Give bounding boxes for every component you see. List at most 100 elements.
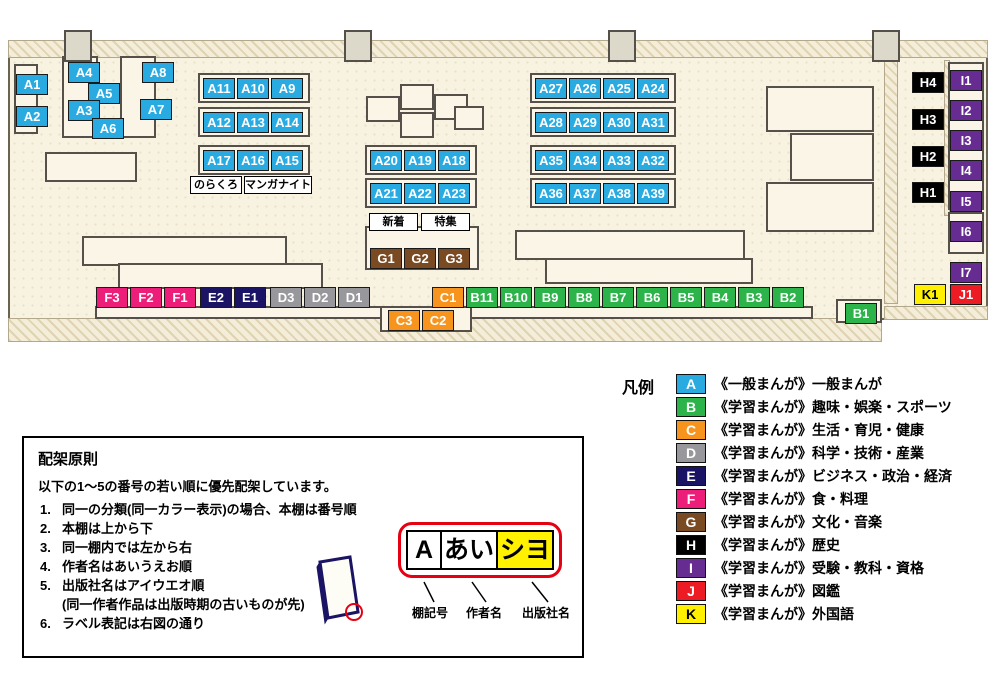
pillar — [344, 30, 372, 62]
legend-chip-D: D — [676, 443, 706, 463]
shelf-block — [766, 86, 874, 132]
legend-item-I: I 《学習まんが》受験・教科・資格 — [676, 558, 952, 578]
shelf-label-F3: F3 — [96, 287, 128, 308]
principles-intro: 以下の1〜5の番号の若い順に優先配架しています。 — [38, 479, 337, 494]
shelf-label-J1: J1 — [950, 284, 982, 305]
shelf-label-A38: A38 — [603, 183, 635, 204]
shelf-label-B5: B5 — [670, 287, 702, 308]
shelf-label-A37: A37 — [569, 183, 601, 204]
caption-publisher: 出版社名 — [522, 606, 571, 620]
principle-rule: 6.ラベル表記は右図の通り — [40, 616, 206, 631]
shelf-label-F1: F1 — [164, 287, 196, 308]
principle-rule: 5.出版社名はアイウエオ順 — [40, 578, 205, 593]
shelf-label-A11: A11 — [203, 78, 235, 99]
shelf-label-B2: B2 — [772, 287, 804, 308]
legend-chip-G: G — [676, 512, 706, 532]
legend-item-F: F《学習まんが》食・料理 — [676, 489, 952, 509]
shelf-label-A33: A33 — [603, 150, 635, 171]
shelf-label-A26: A26 — [569, 78, 601, 99]
publisher-cell: シヨ — [496, 530, 554, 570]
shelf-label-A17: A17 — [203, 150, 235, 171]
legend-label: 《学習まんが》ビジネス・政治・経済 — [714, 468, 952, 484]
legend-chip-I: I — [676, 558, 706, 578]
shelf-label-B9: B9 — [534, 287, 566, 308]
shelf-block — [545, 258, 753, 284]
principle-rule: 2.本棚は上から下 — [40, 521, 154, 536]
shelf-label-A6: A6 — [92, 118, 124, 139]
shelf-label-A14: A14 — [271, 112, 303, 133]
shelf-label-B1: B1 — [845, 303, 877, 324]
shelf-block — [82, 236, 287, 266]
shelf-label-F2: F2 — [130, 287, 162, 308]
caption-shelf-code: 棚記号 — [412, 606, 449, 620]
shelf-label-I7: I7 — [950, 262, 982, 283]
legend-item-K: K《学習まんが》外国語 — [676, 604, 952, 624]
shelf-label-A2: A2 — [16, 106, 48, 127]
shelf-label-B11: B11 — [466, 287, 498, 308]
shelf-block — [118, 263, 323, 289]
shelf-label-A20: A20 — [370, 150, 402, 171]
legend-label: 《学習まんが》図鑑 — [714, 583, 840, 599]
wall-top — [8, 40, 988, 58]
shelf-label-A1: A1 — [16, 74, 48, 95]
shelf-label-C2: C2 — [422, 310, 454, 331]
shelf-label-G2: G2 — [404, 248, 436, 269]
legend-chip-F: F — [676, 489, 706, 509]
map-text-label: のらくろ — [190, 176, 242, 194]
shelf-label-A32: A32 — [637, 150, 669, 171]
wall-right-inner — [884, 58, 898, 304]
shelf-label-H1: H1 — [912, 182, 944, 203]
shelf-label-A30: A30 — [603, 112, 635, 133]
shelf-label-I1: I1 — [950, 70, 982, 91]
legend-label: 《学習まんが》文化・音楽 — [714, 514, 882, 530]
shelf-block — [790, 133, 874, 181]
shelf-block — [454, 106, 484, 130]
legend-item-D: D《学習まんが》科学・技術・産業 — [676, 443, 952, 463]
shelf-label-K1: K1 — [914, 284, 946, 305]
shelf-label-A9: A9 — [271, 78, 303, 99]
principle-rule: (同一作者作品は出版時期の古いものが先) — [62, 597, 305, 612]
legend-chip-C: C — [676, 420, 706, 440]
shelf-label-A22: A22 — [404, 183, 436, 204]
shelf-label-A15: A15 — [271, 150, 303, 171]
legend-item-B: B《学習まんが》趣味・娯楽・スポーツ — [676, 397, 952, 417]
shelf-label-I3: I3 — [950, 130, 982, 151]
pillar — [64, 30, 92, 62]
legend-label: 《一般まんが》一般まんが — [714, 376, 882, 392]
wall-bottom-right — [884, 306, 988, 320]
legend-item-J: J 《学習まんが》図鑑 — [676, 581, 952, 601]
legend-chip-H: H — [676, 535, 706, 555]
principle-rule: 3.同一棚内では左から右 — [40, 540, 193, 555]
shelf-label-A12: A12 — [203, 112, 235, 133]
shelf-label-G3: G3 — [438, 248, 470, 269]
shelf-label-B4: B4 — [704, 287, 736, 308]
shelf-label-A25: A25 — [603, 78, 635, 99]
shelf-label-A16: A16 — [237, 150, 269, 171]
shelf-block — [45, 152, 137, 182]
legend-title: 凡例 — [622, 380, 655, 397]
legend-label: 《学習まんが》歴史 — [714, 537, 840, 553]
shelf-label-I6: I6 — [950, 221, 982, 242]
shelf-label-I5: I5 — [950, 191, 982, 212]
legend-label: 《学習まんが》受験・教科・資格 — [714, 560, 924, 576]
label-example: A あい シヨ — [398, 522, 562, 578]
map-text-label: マンガナイト — [244, 176, 312, 194]
shelf-label-G1: G1 — [370, 248, 402, 269]
shelf-code-cell: A — [406, 530, 442, 570]
shelf-label-I2: I2 — [950, 100, 982, 121]
legend-chip-E: E — [676, 466, 706, 486]
shelf-label-A3: A3 — [68, 100, 100, 121]
legend-chip-J: J — [676, 581, 706, 601]
shelf-label-E2: E2 — [200, 287, 232, 308]
shelf-label-D3: D3 — [270, 287, 302, 308]
legend-item-H: H 《学習まんが》歴史 — [676, 535, 952, 555]
shelf-label-A7: A7 — [140, 99, 172, 120]
legend-label: 《学習まんが》生活・育児・健康 — [714, 422, 924, 438]
shelf-label-A18: A18 — [438, 150, 470, 171]
legend-label: 《学習まんが》外国語 — [714, 606, 854, 622]
shelf-label-A29: A29 — [569, 112, 601, 133]
shelf-label-A19: A19 — [404, 150, 436, 171]
